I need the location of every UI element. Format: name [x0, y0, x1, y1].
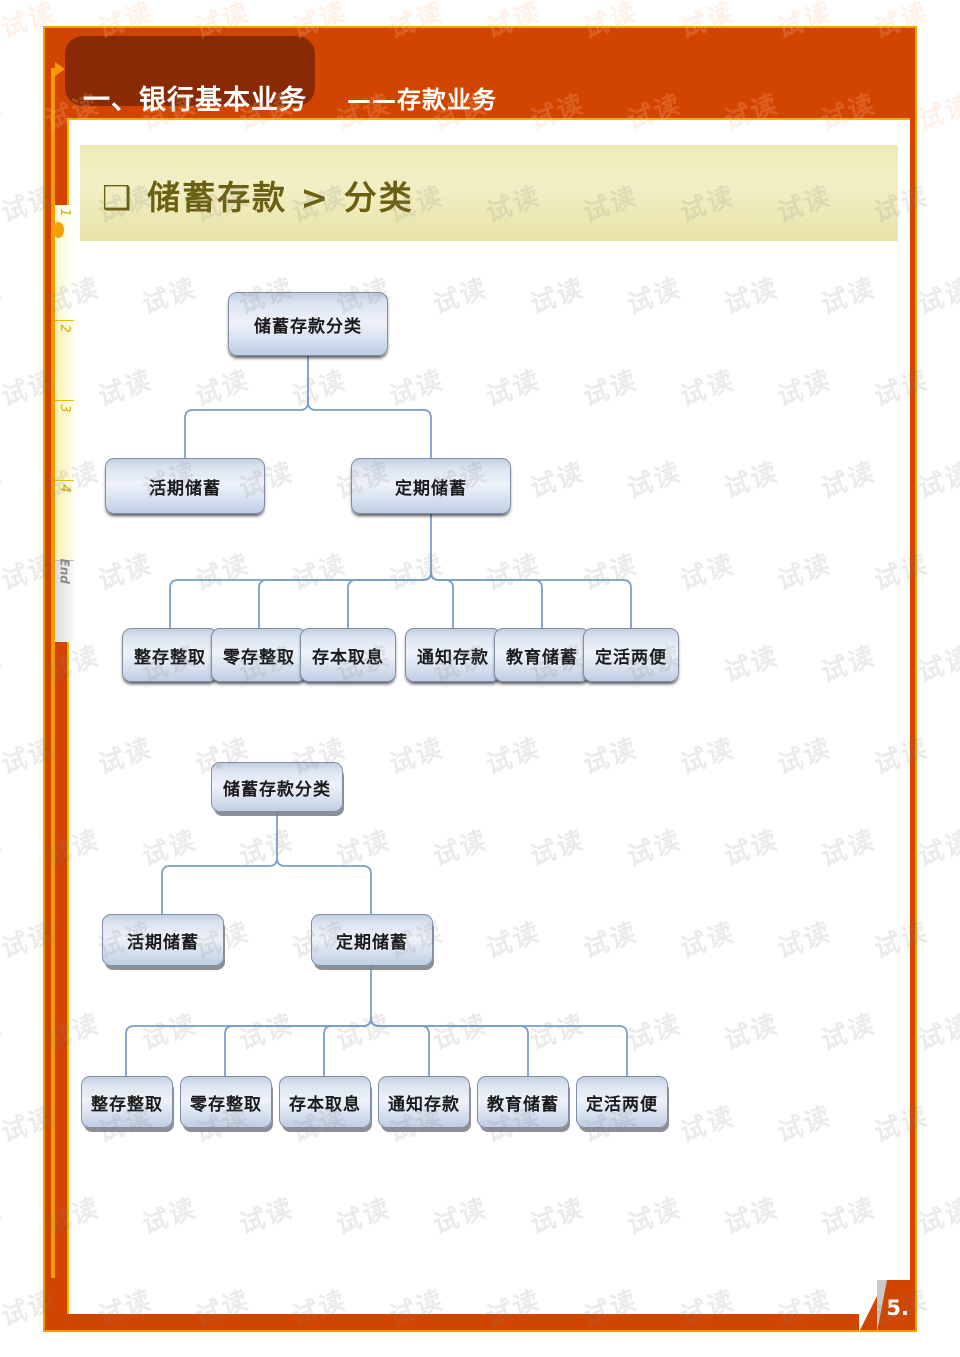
leaf-label: 零存整取: [223, 647, 295, 668]
leaf-node[interactable]: 定活两便: [583, 628, 679, 682]
node-dingqi[interactable]: 定期储蓄: [351, 458, 511, 514]
node-huoqi[interactable]: 活期储蓄: [105, 458, 265, 514]
watermark-text: 试读: [915, 640, 960, 690]
watermark-text: 试读: [0, 640, 6, 690]
node-huoqi-label: 活期储蓄: [127, 932, 199, 953]
corner-fold-shade: [877, 1280, 887, 1332]
node-root[interactable]: 储蓄存款分类: [228, 292, 388, 356]
sidebar-tab-3-label: 3: [57, 404, 72, 413]
leaf-label: 教育储蓄: [487, 1094, 559, 1115]
watermark-text: 试读: [915, 272, 960, 322]
leaf-label: 整存整取: [134, 647, 206, 668]
node-root-label: 储蓄存款分类: [254, 316, 362, 337]
node-dingqi[interactable]: 定期储蓄: [311, 914, 433, 966]
leaf-node[interactable]: 整存整取: [81, 1076, 173, 1128]
page-number: 5.: [886, 1296, 909, 1320]
leaf-node[interactable]: 存本取息: [300, 628, 396, 682]
sidebar-tab-end[interactable]: End: [55, 558, 74, 642]
node-huoqi[interactable]: 活期储蓄: [102, 914, 224, 966]
leaf-node[interactable]: 零存整取: [211, 628, 307, 682]
node-dingqi-label: 定期储蓄: [395, 478, 467, 499]
sidebar-tab-1-label: 1: [57, 208, 72, 217]
nav-arrow-icon: [55, 62, 65, 76]
leaf-label: 整存整取: [91, 1094, 163, 1115]
node-huoqi-label: 活期储蓄: [149, 478, 221, 499]
leaf-label: 教育储蓄: [506, 647, 578, 668]
watermark-text: 试读: [0, 1192, 6, 1242]
page-title: 一、银行基本业务: [83, 85, 307, 116]
watermark-text: 试读: [915, 1008, 960, 1058]
leaf-node[interactable]: 通知存款: [405, 628, 501, 682]
watermark-text: 试读: [0, 272, 6, 322]
leaf-label: 定活两便: [586, 1094, 658, 1115]
nav-rail: [51, 68, 55, 1278]
watermark-text: 试读: [0, 456, 6, 506]
nav-dot-marker-icon: [53, 222, 64, 238]
leaf-label: 通知存款: [417, 647, 489, 668]
header-bar: 一、银行基本业务 ——存款业务: [45, 28, 915, 116]
node-root-label: 储蓄存款分类: [223, 779, 331, 800]
leaf-label: 存本取息: [312, 647, 384, 668]
org-chart-diagram-1: 储蓄存款分类 活期储蓄 定期储蓄 整存整取 零存整取 存本取息 通知存款 教育储…: [80, 250, 880, 710]
header-pill: [65, 36, 315, 106]
watermark-text: 试读: [915, 824, 960, 874]
watermark-text: 试读: [915, 1192, 960, 1242]
page-number-corner: 5.: [859, 1280, 917, 1332]
sidebar-tab-end-label: End: [57, 558, 72, 584]
nav-arrow-stem: [51, 68, 58, 71]
sidebar-tab-4[interactable]: 4: [55, 480, 74, 560]
diagram-2-connectors: [80, 750, 880, 1170]
leaf-node[interactable]: 整存整取: [122, 628, 218, 682]
leaf-label: 定活两便: [595, 647, 667, 668]
leaf-node[interactable]: 零存整取: [180, 1076, 272, 1128]
watermark-text: 试读: [0, 1008, 6, 1058]
leaf-node[interactable]: 教育储蓄: [494, 628, 590, 682]
sidebar-tab-3[interactable]: 3: [55, 400, 74, 480]
diagram-1-connectors: [80, 250, 880, 670]
node-root[interactable]: 储蓄存款分类: [211, 762, 343, 812]
watermark-text: 试读: [915, 88, 960, 138]
leaf-node[interactable]: 定活两便: [576, 1076, 668, 1128]
watermark-text: 试读: [915, 456, 960, 506]
watermark-text: 试读: [0, 824, 6, 874]
section-title-band: ❑ 储蓄存款 > 分类: [80, 145, 898, 241]
leaf-node[interactable]: 存本取息: [279, 1076, 371, 1128]
leaf-node[interactable]: 通知存款: [378, 1076, 470, 1128]
leaf-label: 存本取息: [289, 1094, 361, 1115]
page-subtitle: ——存款业务: [347, 86, 497, 114]
watermark-text: 试读: [0, 88, 6, 138]
node-dingqi-label: 定期储蓄: [336, 932, 408, 953]
org-chart-diagram-2: 储蓄存款分类 活期储蓄 定期储蓄 整存整取 零存整取 存本取息 通知存款 教育储…: [80, 750, 880, 1190]
sidebar-tab-2-label: 2: [57, 324, 72, 333]
sidebar-tab-4-label: 4: [57, 484, 72, 493]
section-title: ❑ 储蓄存款 > 分类: [102, 178, 414, 217]
leaf-node[interactable]: 教育储蓄: [477, 1076, 569, 1128]
sidebar-tab-2[interactable]: 2: [55, 320, 74, 400]
leaf-label: 通知存款: [388, 1094, 460, 1115]
leaf-label: 零存整取: [190, 1094, 262, 1115]
